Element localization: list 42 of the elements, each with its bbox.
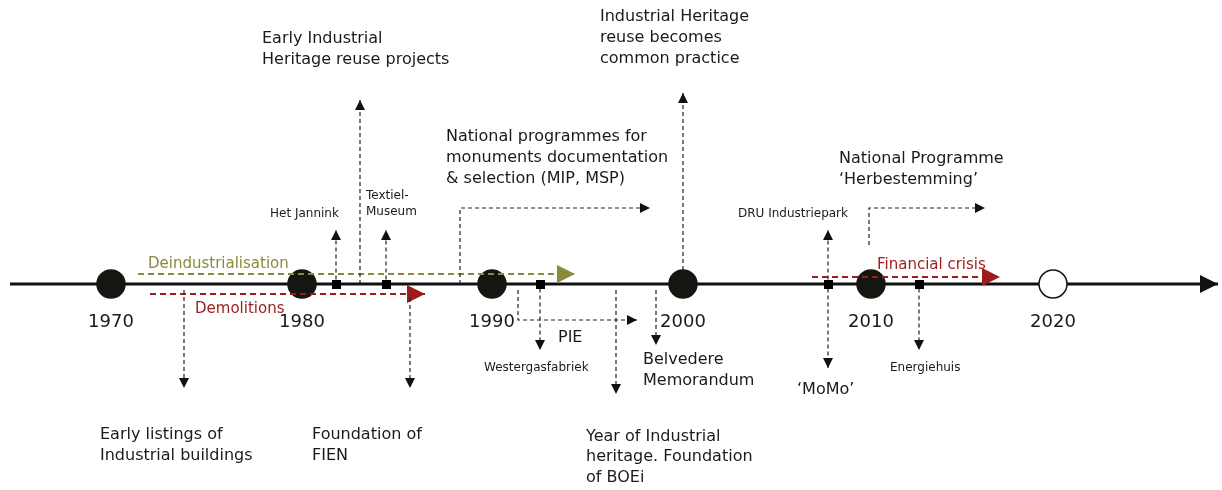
project-label: Westergasfabriek [484,360,590,376]
arrow [914,287,924,351]
event-text: ‘MoMo’ [797,379,856,400]
event-marker [535,279,545,289]
arrow [355,99,365,285]
arrow [868,203,986,246]
event-marker [331,279,341,289]
event-marker [914,279,924,289]
event-text: Year of Industrial heritage. Foundation of BOEi [586,425,754,488]
project-label: Het Jannink [270,206,340,222]
event-text: PIE [558,327,584,348]
arrow [381,229,391,281]
arrow [678,92,688,271]
event-text: Early listings of Industrial buildings [100,424,254,466]
trend-label: Financial crisis [877,255,986,273]
event-text: Early Industrial Heritage reuse projects [262,28,451,70]
arrow [405,297,415,389]
project-label: Energiehuis [890,360,962,376]
arrow [179,289,189,389]
event-text: Foundation of FIEN [312,424,424,466]
year-label: 2010 [848,310,894,332]
arrow [535,287,545,351]
project-label: DRU Industriepark [738,206,849,222]
trend-label: Deindustrialisation [148,254,289,272]
event-text: National Programme ‘Herbestemming’ [839,148,1005,190]
arrow [651,289,661,346]
event-marker [823,279,833,289]
arrow [331,229,341,281]
arrow [823,229,833,281]
event-marker [381,279,391,289]
year-label: 2020 [1030,310,1076,332]
arrow [823,287,833,369]
event-text: Belvedere Memorandum [643,349,756,391]
arrow [517,289,638,325]
arrow [611,289,621,395]
event-text: National programmes for monuments documentation & selection (MIP, MSP) [446,126,670,189]
year-label: 2000 [660,310,706,332]
arrow [459,203,651,285]
event-text: Industrial Heritage reuse becomes common practice [600,6,751,69]
project-label: Textiel- Museum [366,188,418,220]
year-label: 1990 [469,310,515,332]
year-label: 1970 [88,310,134,332]
